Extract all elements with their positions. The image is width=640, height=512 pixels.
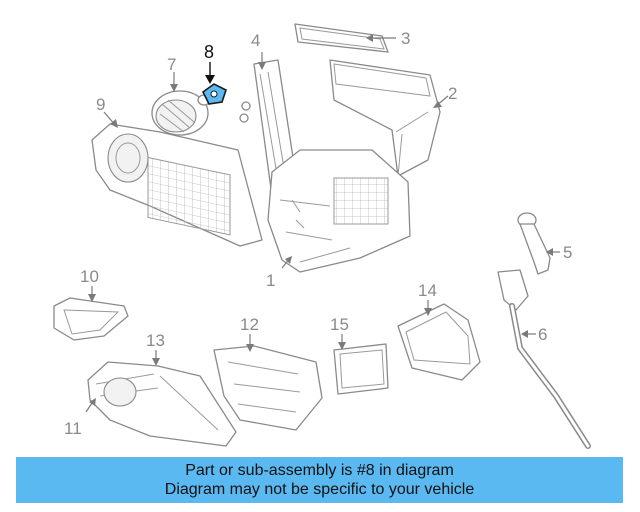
part-1-case[interactable] <box>267 149 411 273</box>
part-15-filter-insert[interactable] <box>333 343 389 395</box>
part-10-seal[interactable] <box>53 297 129 341</box>
callout-14: 14 <box>418 281 437 300</box>
banner-line-2: Diagram may not be specific to your vehi… <box>164 481 475 498</box>
callout-labels: 3 2 4 5 6 7 8 9 10 11 12 13 14 15 1 <box>64 29 572 438</box>
callout-1: 1 <box>266 271 275 290</box>
part-3-filter[interactable] <box>294 23 389 53</box>
callout-10: 10 <box>80 267 99 286</box>
callout-7: 7 <box>167 55 176 74</box>
part-6-drain-tube[interactable] <box>497 269 591 449</box>
part-11-13-inlet-duct[interactable] <box>87 361 237 447</box>
part-8-highlighted[interactable] <box>201 83 227 105</box>
leader-8-highlighted <box>205 62 215 84</box>
callout-6: 6 <box>538 325 547 344</box>
part-2-duct[interactable] <box>329 59 441 177</box>
callout-5: 5 <box>563 243 572 262</box>
part-7-blower-motor[interactable] <box>151 90 211 136</box>
callout-8-highlighted: 8 <box>204 42 214 62</box>
callout-13: 13 <box>146 331 165 350</box>
part-9-blower-housing[interactable] <box>91 123 263 247</box>
part-5-hose[interactable] <box>517 212 551 275</box>
callout-15: 15 <box>330 315 349 334</box>
callout-3: 3 <box>401 29 410 48</box>
part-12-evaporator[interactable] <box>213 345 323 431</box>
info-banner: Part or sub-assembly is #8 in diagram Di… <box>16 457 623 503</box>
part-14-cover[interactable] <box>397 303 481 381</box>
leader-lines <box>85 34 560 413</box>
callout-4: 4 <box>251 31 260 50</box>
callout-12: 12 <box>240 315 259 334</box>
callout-2: 2 <box>448 84 457 103</box>
callout-11: 11 <box>64 419 82 438</box>
banner-line-1: Part or sub-assembly is #8 in diagram <box>185 462 454 479</box>
callout-9: 9 <box>96 95 105 114</box>
